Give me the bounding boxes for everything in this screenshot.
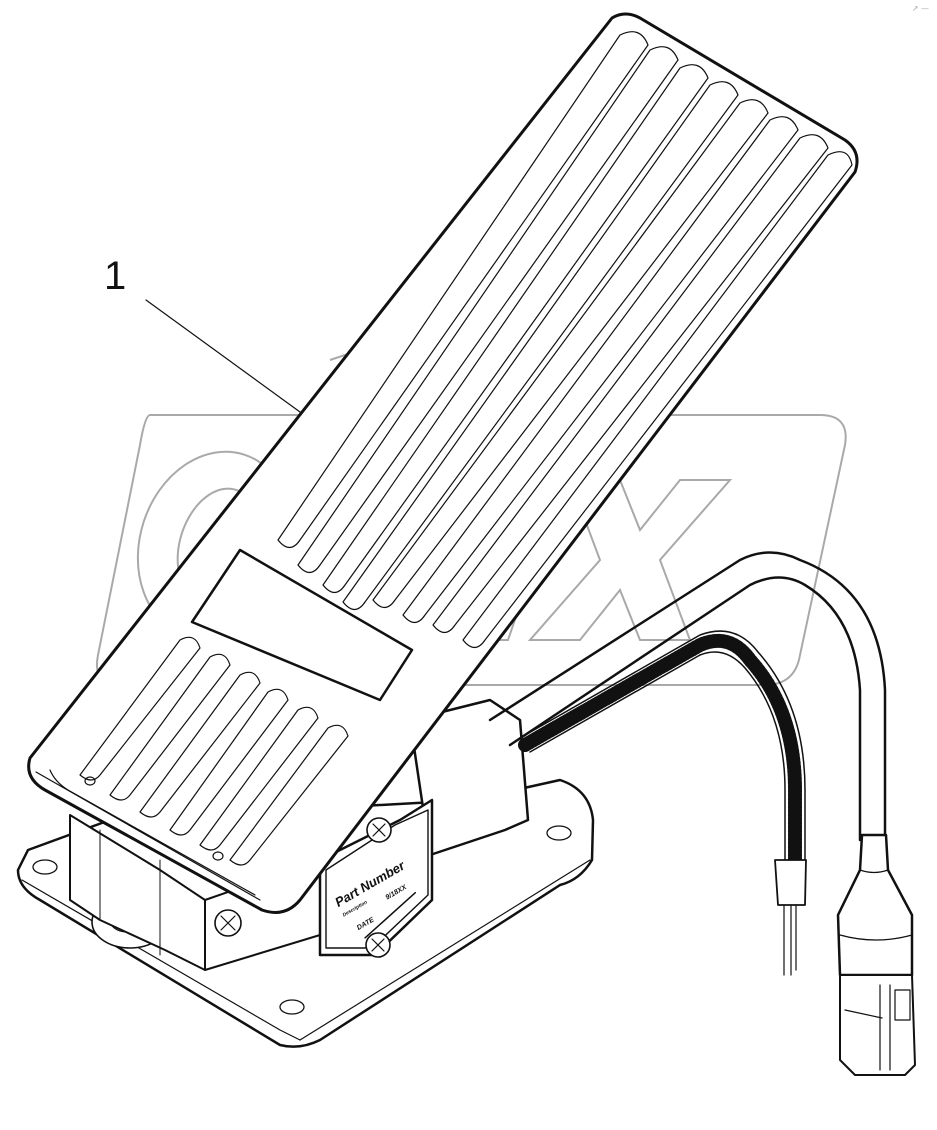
pedal-ribs-upper <box>277 31 853 649</box>
callout-number-1: 1 <box>104 254 127 298</box>
callout-leader-line <box>145 299 301 413</box>
cable-harness <box>488 551 916 1076</box>
corner-mark: ↗ — <box>911 4 929 13</box>
pedal-pad <box>27 12 859 914</box>
sensor-housing: Part Number Description DATE 9/18XX <box>318 698 530 958</box>
pedal-label-recess <box>190 548 414 702</box>
pedal-ribs-lower <box>79 636 349 866</box>
